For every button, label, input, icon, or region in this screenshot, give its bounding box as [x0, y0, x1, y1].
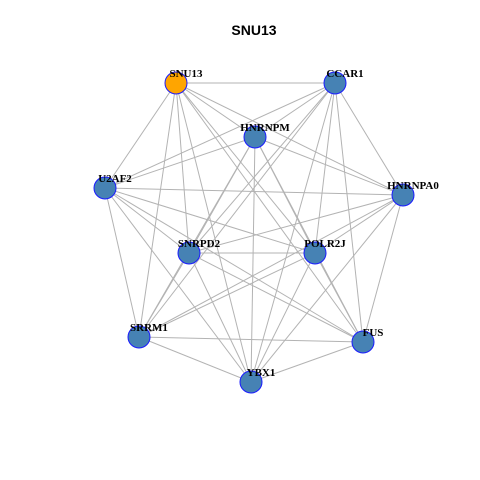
- edge-snu13-u2af2: [104, 82, 177, 189]
- node-label-polr2j: POLR2J: [304, 238, 346, 250]
- edge-hnrnpm-u2af2: [104, 136, 256, 189]
- edge-snu13-srrm1: [138, 82, 177, 338]
- edge-ccar1-hnrnpm: [254, 82, 336, 138]
- node-ybx1[interactable]: [239, 370, 263, 394]
- edge-polr2j-fus: [314, 252, 364, 343]
- edge-hnrnpa0-srrm1: [138, 194, 404, 338]
- edge-ccar1-srrm1: [138, 82, 336, 338]
- edge-hnrnpm-hnrnpa0: [254, 136, 404, 196]
- edge-srrm1-fus: [138, 336, 364, 343]
- node-label-ccar1: CCAR1: [326, 68, 363, 80]
- edge-ccar1-u2af2: [104, 82, 336, 189]
- node-fus[interactable]: [351, 330, 375, 354]
- node-label-ybx1: YBX1: [247, 367, 276, 379]
- edge-srrm1-ybx1: [138, 336, 252, 383]
- node-label-hnrnpa0: HNRNPA0: [387, 180, 439, 192]
- diagram-title: SNU13: [231, 22, 276, 38]
- node-hnrnpa0[interactable]: [391, 183, 415, 207]
- edge-u2af2-polr2j: [104, 187, 316, 254]
- edge-snu13-ybx1: [175, 82, 252, 383]
- edge-snrpd2-ybx1: [188, 252, 252, 383]
- edge-u2af2-snrpd2: [104, 187, 190, 254]
- edge-u2af2-srrm1: [104, 187, 140, 338]
- edge-layer: [104, 82, 404, 383]
- edge-ccar1-polr2j: [314, 82, 336, 254]
- node-label-snrpd2: SNRPD2: [178, 238, 221, 250]
- node-snrpd2[interactable]: [177, 241, 201, 265]
- node-layer: [93, 71, 415, 394]
- edge-ccar1-snrpd2: [188, 82, 336, 254]
- edge-snu13-hnrnpa0: [175, 82, 404, 196]
- edge-ccar1-hnrnpa0: [334, 82, 404, 196]
- node-label-srrm1: SRRM1: [130, 322, 168, 334]
- node-label-fus: FUS: [363, 327, 384, 339]
- edge-polr2j-ybx1: [250, 252, 316, 383]
- edge-ccar1-ybx1: [250, 82, 336, 383]
- node-snu13[interactable]: [164, 71, 188, 95]
- edge-hnrnpa0-snrpd2: [188, 194, 404, 254]
- node-u2af2[interactable]: [93, 176, 117, 200]
- node-ccar1[interactable]: [323, 71, 347, 95]
- edge-snu13-hnrnpm: [175, 82, 256, 138]
- edge-fus-ybx1: [250, 341, 364, 383]
- edge-hnrnpa0-polr2j: [314, 194, 404, 254]
- node-label-u2af2: U2AF2: [98, 173, 132, 185]
- node-label-hnrnpm: HNRNPM: [240, 122, 290, 134]
- edge-hnrnpa0-fus: [362, 194, 404, 343]
- edge-polr2j-srrm1: [138, 252, 316, 338]
- node-srrm1[interactable]: [127, 325, 151, 349]
- edge-ccar1-fus: [334, 82, 364, 343]
- edge-snrpd2-fus: [188, 252, 364, 343]
- edge-u2af2-ybx1: [104, 187, 252, 383]
- edge-snu13-fus: [175, 82, 364, 343]
- node-hnrnpm[interactable]: [243, 125, 267, 149]
- edge-snrpd2-srrm1: [138, 252, 190, 338]
- edge-hnrnpa0-ybx1: [250, 194, 404, 383]
- edge-snu13-snrpd2: [175, 82, 190, 254]
- edge-u2af2-fus: [104, 187, 364, 343]
- node-label-snu13: SNU13: [169, 68, 203, 80]
- edge-hnrnpm-ybx1: [250, 136, 256, 383]
- node-polr2j[interactable]: [303, 241, 327, 265]
- edge-u2af2-hnrnpa0: [104, 187, 404, 196]
